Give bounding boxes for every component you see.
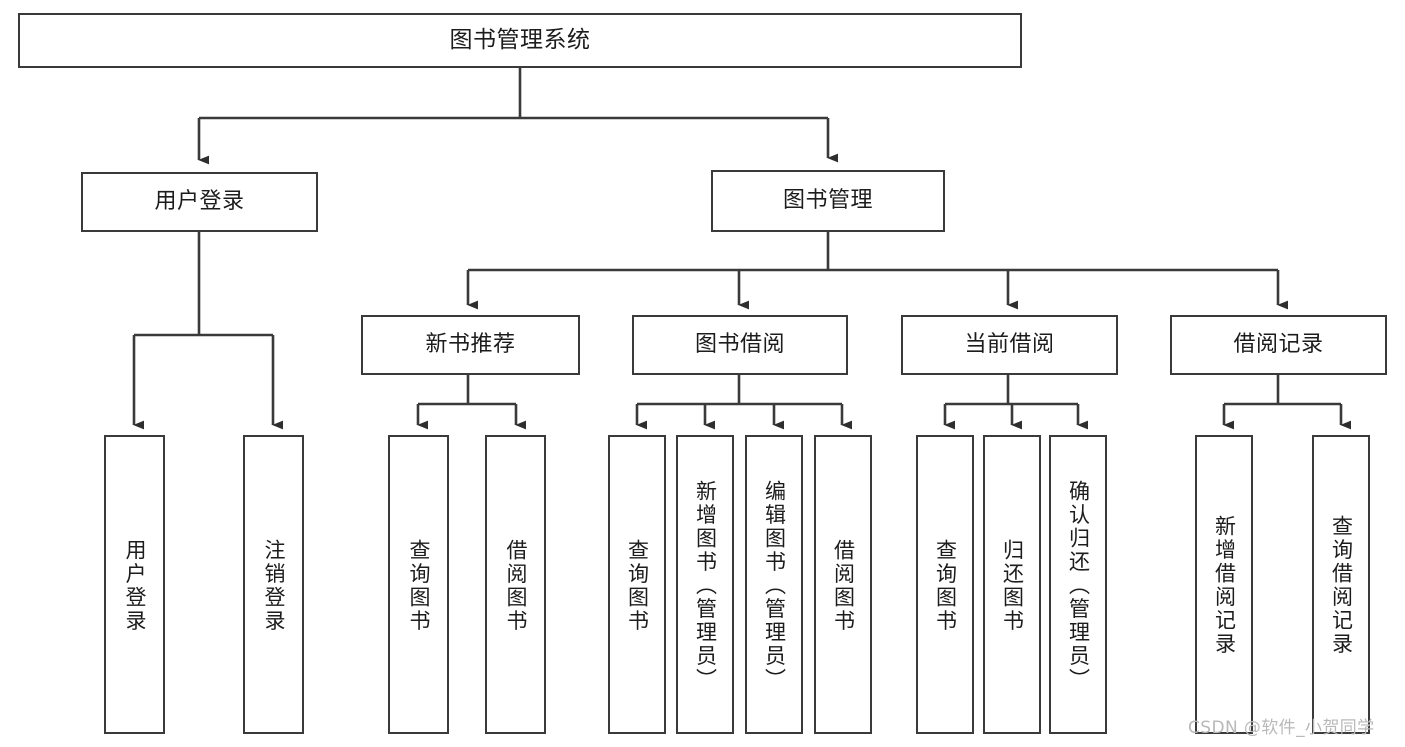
- node-label: 确认归还（管理员）: [1066, 479, 1091, 692]
- node-user-login[interactable]: 用户登录: [81, 172, 318, 232]
- leaf-user-login[interactable]: 用户登录: [104, 435, 165, 734]
- node-label: 新书推荐: [425, 332, 516, 358]
- node-label: 用户登录: [154, 189, 245, 215]
- node-current-borrowing[interactable]: 当前借阅: [901, 315, 1118, 375]
- leaf-query-borrow-record[interactable]: 查询借阅记录: [1312, 435, 1370, 734]
- leaf-query-book-recommendation[interactable]: 查询图书: [388, 435, 449, 734]
- node-label: 图书借阅: [694, 332, 785, 358]
- node-label: 查询图书: [933, 538, 958, 633]
- leaf-edit-book-admin[interactable]: 编辑图书（管理员）: [745, 435, 803, 734]
- leaf-add-book-admin[interactable]: 新增图书（管理员）: [676, 435, 734, 734]
- node-label: 新增图书（管理员）: [693, 479, 718, 692]
- node-label: 编辑图书（管理员）: [762, 479, 787, 692]
- node-label: 当前借阅: [964, 332, 1055, 358]
- node-label: 图书管理: [782, 188, 873, 214]
- leaf-add-borrow-record[interactable]: 新增借阅记录: [1195, 435, 1253, 734]
- node-label: 借阅记录: [1233, 332, 1324, 358]
- node-book-management[interactable]: 图书管理: [711, 170, 945, 232]
- leaf-confirm-return-admin[interactable]: 确认归还（管理员）: [1049, 435, 1107, 734]
- node-label: 查询借阅记录: [1329, 515, 1354, 656]
- node-label: 查询图书: [625, 538, 650, 633]
- leaf-return-book[interactable]: 归还图书: [983, 435, 1041, 734]
- node-label: 用户登录: [123, 538, 147, 633]
- leaf-logout[interactable]: 注销登录: [243, 435, 304, 734]
- node-label: 查询图书: [407, 538, 431, 633]
- node-label: 归还图书: [1000, 538, 1025, 633]
- node-label: 注销登录: [262, 538, 286, 633]
- node-label: 新增借阅记录: [1212, 515, 1237, 656]
- leaf-borrow-book-recommendation[interactable]: 借阅图书: [485, 435, 546, 734]
- node-label: 借阅图书: [504, 538, 528, 633]
- leaf-query-book-current[interactable]: 查询图书: [916, 435, 974, 734]
- node-new-book-recommendation[interactable]: 新书推荐: [361, 315, 580, 375]
- node-book-borrowing[interactable]: 图书借阅: [632, 315, 848, 375]
- node-label: 图书管理系统: [449, 26, 591, 53]
- node-root-book-management-system[interactable]: 图书管理系统: [18, 13, 1022, 68]
- node-label: 借阅图书: [831, 538, 856, 633]
- leaf-borrow-book-borrowing[interactable]: 借阅图书: [814, 435, 872, 734]
- leaf-query-book-borrowing[interactable]: 查询图书: [608, 435, 666, 734]
- node-borrow-records[interactable]: 借阅记录: [1170, 315, 1387, 375]
